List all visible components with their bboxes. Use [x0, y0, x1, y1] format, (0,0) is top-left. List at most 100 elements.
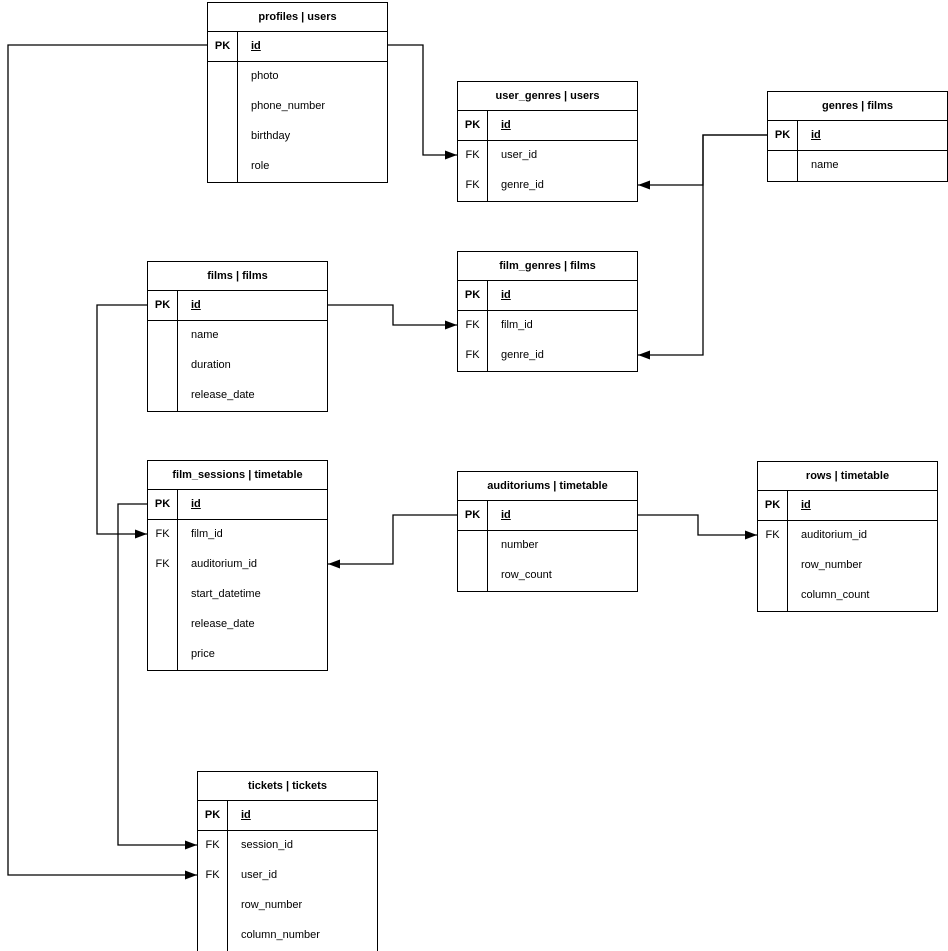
field-name: session_id [241, 839, 293, 851]
empty-key-cell [208, 152, 238, 182]
field-name: release_date [191, 618, 255, 630]
field-name: birthday [251, 130, 291, 142]
field-name: row_number [241, 899, 303, 911]
fk-key-badge: FK [198, 861, 228, 891]
table-row: duration [148, 351, 327, 381]
table-row: release_date [148, 381, 327, 411]
field-name: duration [191, 359, 231, 371]
table-title: rows | timetable [758, 462, 937, 491]
field-name: auditorium_id [191, 558, 258, 570]
arrowhead [445, 150, 457, 160]
field-name: id [501, 509, 511, 521]
field-name: id [251, 40, 261, 52]
field-name: id [241, 809, 251, 821]
table-row: phone_number [208, 92, 387, 122]
field-name: row_number [801, 559, 863, 571]
fk-key-badge: FK [458, 341, 488, 371]
field-name: number [501, 539, 539, 551]
table-title: genres | films [768, 92, 947, 121]
empty-key-cell [148, 640, 178, 670]
relationship-line[interactable] [638, 134, 767, 356]
fk-key-badge: FK [458, 171, 488, 201]
arrowhead [638, 350, 650, 360]
table-row: PK id [458, 501, 637, 531]
arrowhead [328, 559, 340, 569]
field-name: id [811, 129, 821, 141]
empty-key-cell [148, 381, 178, 411]
relationship-line[interactable] [96, 304, 147, 535]
relationship-line[interactable] [638, 134, 767, 186]
relationship-films_id-film_genres_film_id[interactable] [328, 304, 457, 330]
table-title: films | films [148, 262, 327, 291]
field-name: name [811, 159, 839, 171]
table-row: name [148, 321, 327, 351]
table-title: tickets | tickets [198, 772, 377, 801]
field-name: price [191, 648, 215, 660]
table-row: start_datetime [148, 580, 327, 610]
fk-key-badge: FK [148, 550, 178, 580]
pk-key-badge: PK [458, 111, 488, 140]
field-name: genre_id [501, 179, 544, 191]
table-row: column_count [758, 581, 937, 611]
table-row: FK session_id [198, 831, 377, 861]
table-row: row_number [758, 551, 937, 581]
fk-key-badge: FK [148, 520, 178, 550]
arrowhead [445, 320, 457, 330]
table-row: number [458, 531, 637, 561]
table-row: FK user_id [198, 861, 377, 891]
empty-key-cell [458, 561, 488, 591]
relationship-films_id-film_sessions_film_id[interactable] [96, 304, 147, 539]
relationship-genres_id-film_genres_genre_id[interactable] [638, 134, 767, 360]
relationship-line[interactable] [328, 304, 457, 326]
table-row: photo [208, 62, 387, 92]
field-name: role [251, 160, 270, 172]
field-name: user_id [241, 869, 278, 881]
relationship-line[interactable] [638, 514, 757, 536]
field-name: film_id [501, 319, 533, 331]
table-row: FK film_id [148, 520, 327, 550]
table-row: FK genre_id [458, 341, 637, 371]
relationship-auditoriums_id-film_sessions_auditorium_id[interactable] [328, 514, 457, 569]
field-name: phone_number [251, 100, 326, 112]
field-name: column_number [241, 929, 320, 941]
pk-key-badge: PK [758, 491, 788, 520]
field-name: genre_id [501, 349, 544, 361]
field-name: id [191, 498, 201, 510]
relationship-profiles_id-user_genres_user_id[interactable] [388, 44, 457, 160]
fk-key-badge: FK [758, 521, 788, 551]
empty-key-cell [198, 891, 228, 921]
empty-key-cell [758, 551, 788, 581]
fk-key-badge: FK [198, 831, 228, 861]
pk-key-badge: PK [458, 501, 488, 530]
table-row: PK id [458, 111, 637, 141]
table-row: row_number [198, 891, 377, 921]
field-name: user_id [501, 149, 538, 161]
relationship-line[interactable] [328, 514, 457, 565]
relationship-auditoriums_id-rows_auditorium_id[interactable] [638, 514, 757, 540]
field-name: id [501, 119, 511, 131]
pk-key-badge: PK [148, 490, 178, 519]
field-name: film_id [191, 528, 223, 540]
relationship-line[interactable] [388, 44, 457, 156]
table-row: FK genre_id [458, 171, 637, 201]
table-row: release_date [148, 610, 327, 640]
relationship-genres_id-user_genres_genre_id[interactable] [638, 134, 767, 190]
empty-key-cell [148, 351, 178, 381]
